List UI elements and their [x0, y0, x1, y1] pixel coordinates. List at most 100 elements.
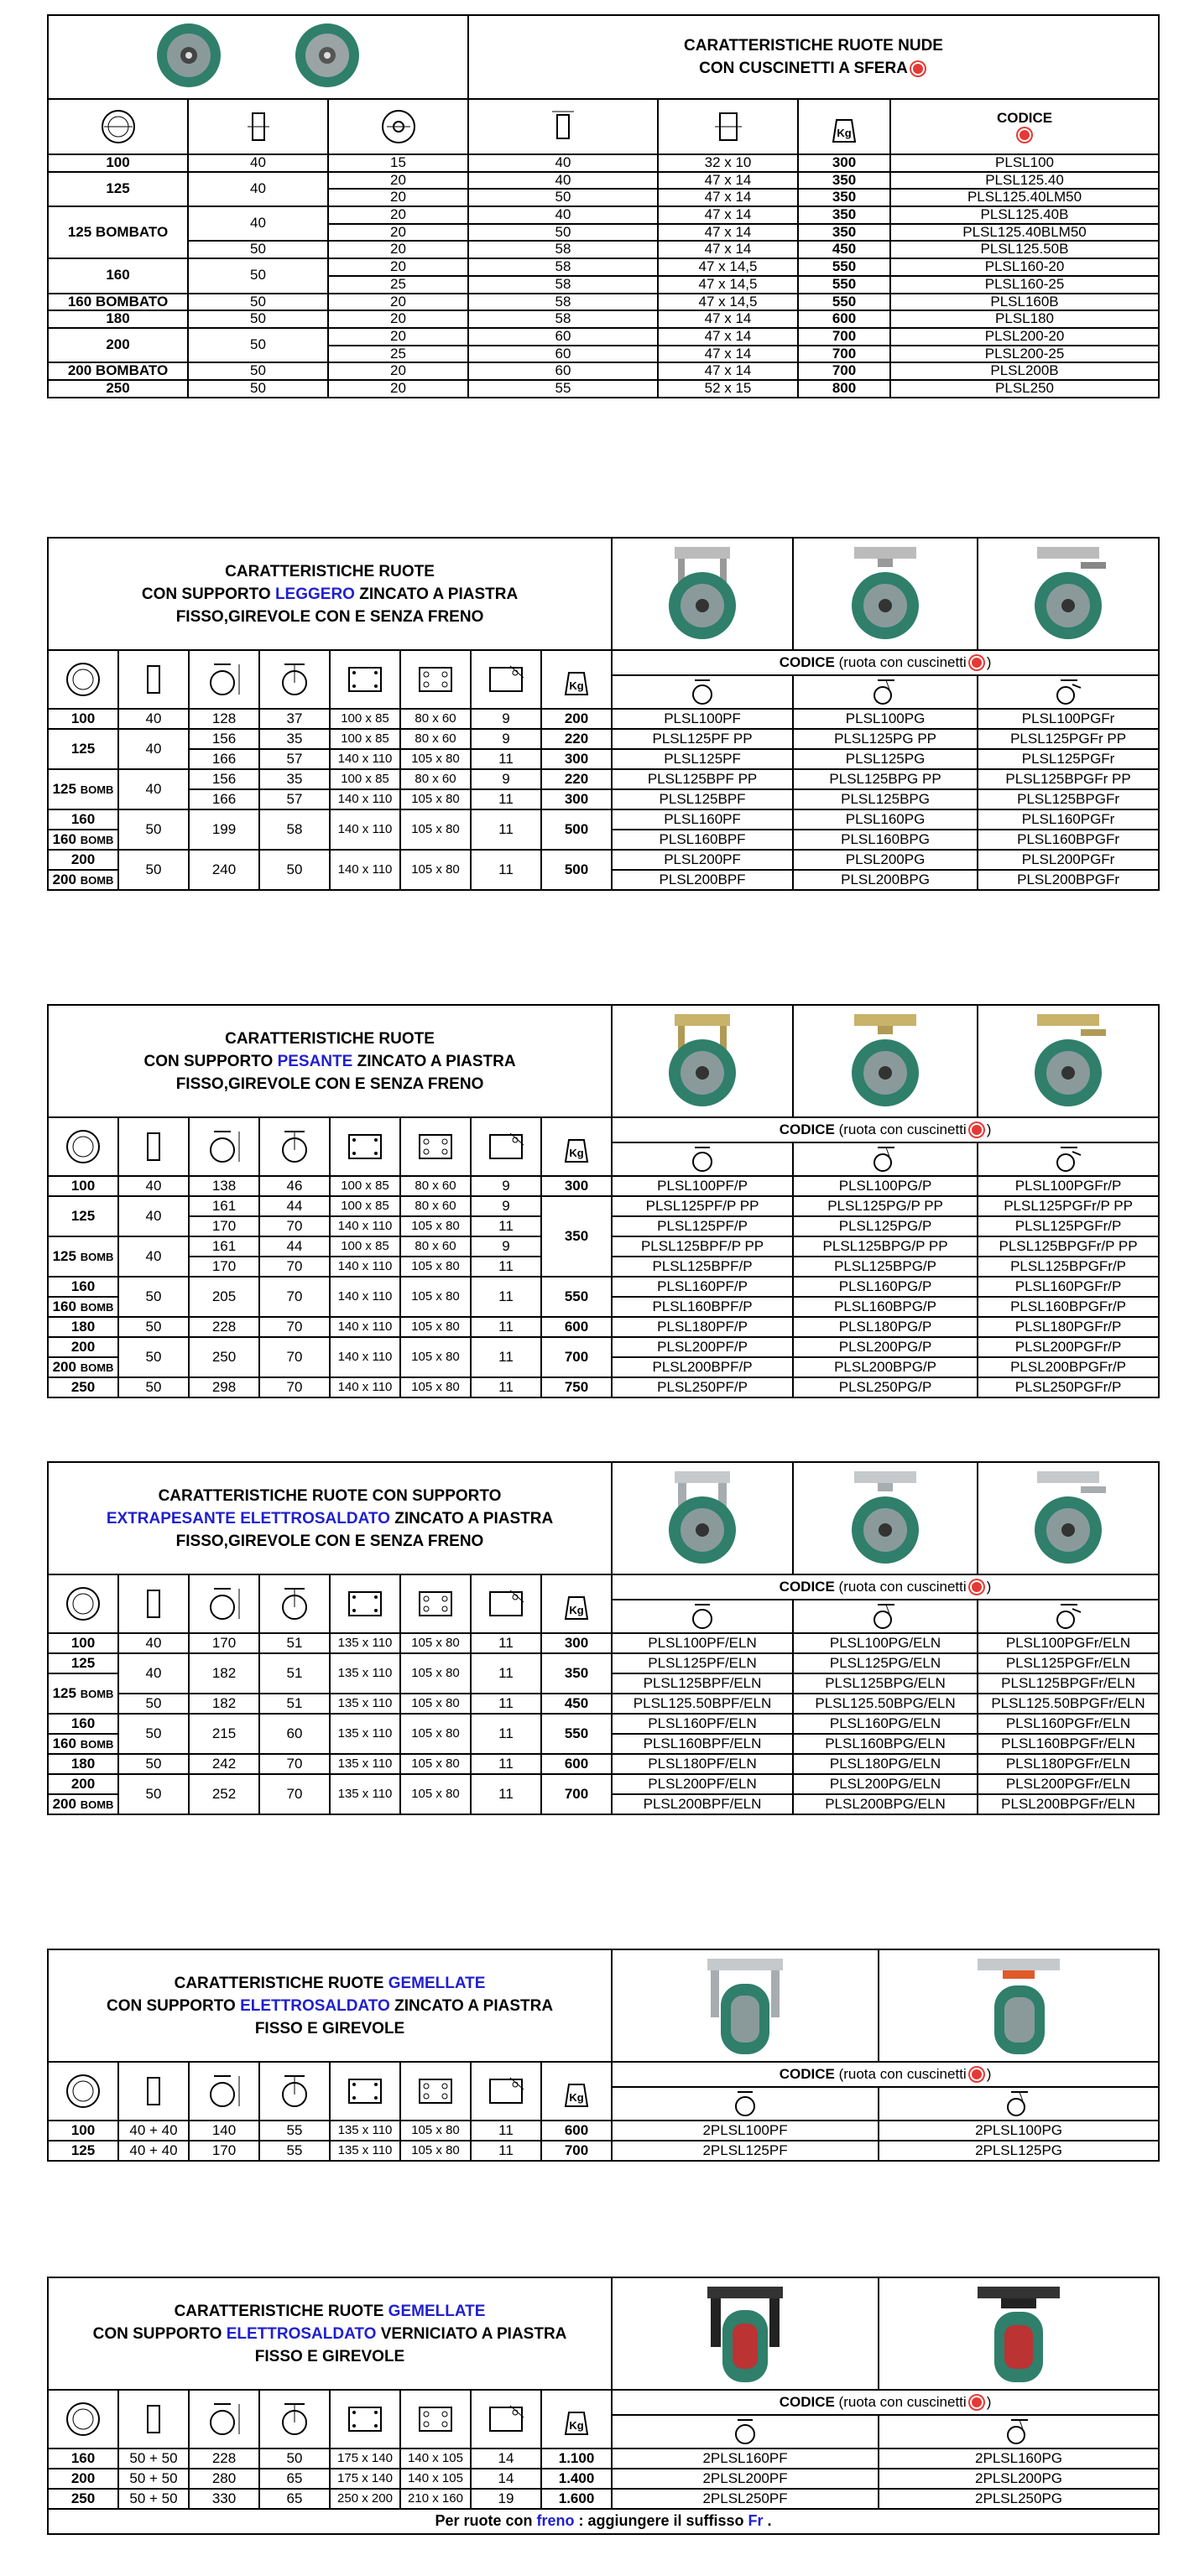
cell-value: 15	[390, 154, 406, 170]
table-cell: PLSL125BPGFr PP	[977, 768, 1160, 790]
table-cell: 2PLSL200PG	[878, 2468, 1160, 2490]
wheel-diameter-icon	[47, 98, 189, 155]
kg-label: Kg	[837, 127, 851, 139]
cell-value: 160	[52, 1298, 76, 1314]
cell-value: PLSL160BPGFr	[1017, 830, 1120, 847]
wheel-width-icon	[117, 1116, 190, 1177]
fixed-caster-photo	[611, 1461, 795, 1575]
codice-note: (ruota con cuscinetti	[838, 1121, 967, 1137]
cell-value: 250	[70, 1378, 96, 1395]
cell-value: 70	[286, 1785, 303, 1802]
cell-value: 47 x 14	[704, 241, 752, 258]
table-cell: PLSL125BPF/P	[611, 1256, 795, 1278]
cell-value: 700	[564, 1785, 589, 1802]
wheel-width-icon	[117, 649, 190, 710]
cell-value: 20	[390, 293, 406, 310]
table-cell: PLSL200BPGFr/P	[977, 1356, 1160, 1378]
table-cell: 250	[47, 2488, 119, 2510]
cell-value: 11	[498, 1348, 514, 1365]
load-weight-icon: Kg	[540, 1116, 613, 1177]
table-cell: 140 x 110	[329, 1376, 401, 1398]
cell-value: PLSL160BPG	[841, 830, 930, 847]
offset-icon	[258, 1574, 331, 1634]
cell-value: 11	[498, 1288, 514, 1304]
table-cell: 100 x 85	[329, 728, 401, 750]
cell-value: 350	[832, 223, 857, 240]
cell-value: 51	[286, 1664, 303, 1681]
cell-value: PLSL160BPGFr/ELN	[1001, 1735, 1135, 1751]
kg-label: Kg	[569, 679, 583, 692]
table-cell: 25	[326, 274, 470, 294]
table-cell: 500	[540, 849, 613, 891]
cell-value: 40	[555, 171, 571, 188]
table-cell: 200 BOMB	[47, 1793, 119, 1815]
cell-value: 51	[286, 1694, 303, 1711]
table-cell: PLSL100PF/P	[611, 1175, 795, 1197]
table-cell: 105 x 80	[399, 1773, 472, 1815]
cell-value: PLSL100PGFr/P	[1014, 1177, 1122, 1194]
wheel-diameter-icon	[47, 649, 119, 710]
table-cell: 125	[47, 1195, 119, 1237]
bearing-icon	[969, 656, 983, 670]
cell-value: PLSL100PF	[664, 710, 741, 726]
table-cell: 600	[540, 1753, 613, 1775]
cell-value: PLSL160PG/ELN	[829, 1715, 941, 1731]
cell-value: 2PLSL250PF	[702, 2490, 788, 2506]
cell-value: 50	[250, 362, 266, 379]
cell-value: 228	[211, 2449, 237, 2466]
table-cell: PLSL250	[889, 378, 1160, 398]
cell-value: 175 x 140	[337, 2450, 393, 2465]
table-cell: 350	[797, 170, 892, 190]
load-weight-icon: Kg	[540, 2061, 613, 2121]
wheel-diameter-icon	[47, 1574, 119, 1634]
cell-value: 70	[286, 1257, 303, 1274]
table-cell: 2PLSL250PG	[878, 2488, 1160, 2510]
title-highlight: GEMELLATE	[388, 1974, 486, 1992]
offset-icon	[258, 1116, 331, 1177]
table-cell: PLSL125.40	[889, 170, 1160, 190]
cell-value: 140 x 110	[337, 1258, 393, 1273]
table-cell: 60	[467, 344, 660, 364]
cell-value: PLSL125PG PP	[834, 730, 937, 747]
table-cell: PLSL125.50BPF/ELN	[611, 1693, 795, 1715]
table-cell: 250 x 200	[329, 2488, 401, 2510]
table-cell: 125 BOMBATO	[47, 206, 189, 260]
table-cell: 65	[258, 2468, 331, 2490]
cell-value: 350	[564, 1227, 589, 1244]
table-cell: 800	[797, 378, 892, 398]
cell-value: 2PLSL160PF	[702, 2449, 788, 2466]
table-cell: 2PLSL125PG	[878, 2140, 1160, 2162]
cell-value: 550	[564, 1288, 589, 1304]
cell-value: 240	[211, 861, 237, 877]
table-cell: 9	[470, 708, 542, 730]
cell-value: 9	[502, 730, 510, 747]
swivel-caster-icon	[878, 2414, 1160, 2449]
cell-value: 550	[832, 258, 857, 275]
table-cell: 350	[797, 222, 892, 242]
section-title: CARATTERISTICHE RUOTE NUDE CON CUSCINETT…	[467, 14, 1160, 100]
fixed-caster-photo	[611, 537, 795, 651]
table-cell: PLSL125PGFr/ELN	[977, 1652, 1160, 1674]
total-height-icon	[188, 649, 260, 710]
cell-value: 250	[106, 379, 130, 396]
cell-value: PLSL200PGFr	[1021, 851, 1115, 867]
table-cell: 11	[470, 1713, 542, 1755]
table-cell: 47 x 14	[657, 362, 800, 381]
cell-value: 450	[564, 1694, 589, 1711]
cell-value: 11	[498, 790, 514, 807]
cell-value: 40	[555, 206, 571, 223]
brake-suffix-note: Per ruote con freno : aggiungere il suff…	[46, 2508, 1160, 2535]
cell-value: 2PLSL125PF	[702, 2141, 788, 2158]
kg-label: Kg	[569, 1604, 583, 1616]
cell-value: 50	[145, 1318, 162, 1335]
cell-value: 250	[211, 1348, 237, 1365]
hub-length-icon	[467, 98, 660, 155]
cell-value: PLSL125PF PP	[652, 730, 753, 747]
cell-value: PLSL200-20	[984, 327, 1065, 344]
cell-value: 58	[555, 310, 571, 327]
cell-value: 125 BOMBATO	[67, 223, 169, 240]
cell-value: 138	[211, 1177, 237, 1194]
